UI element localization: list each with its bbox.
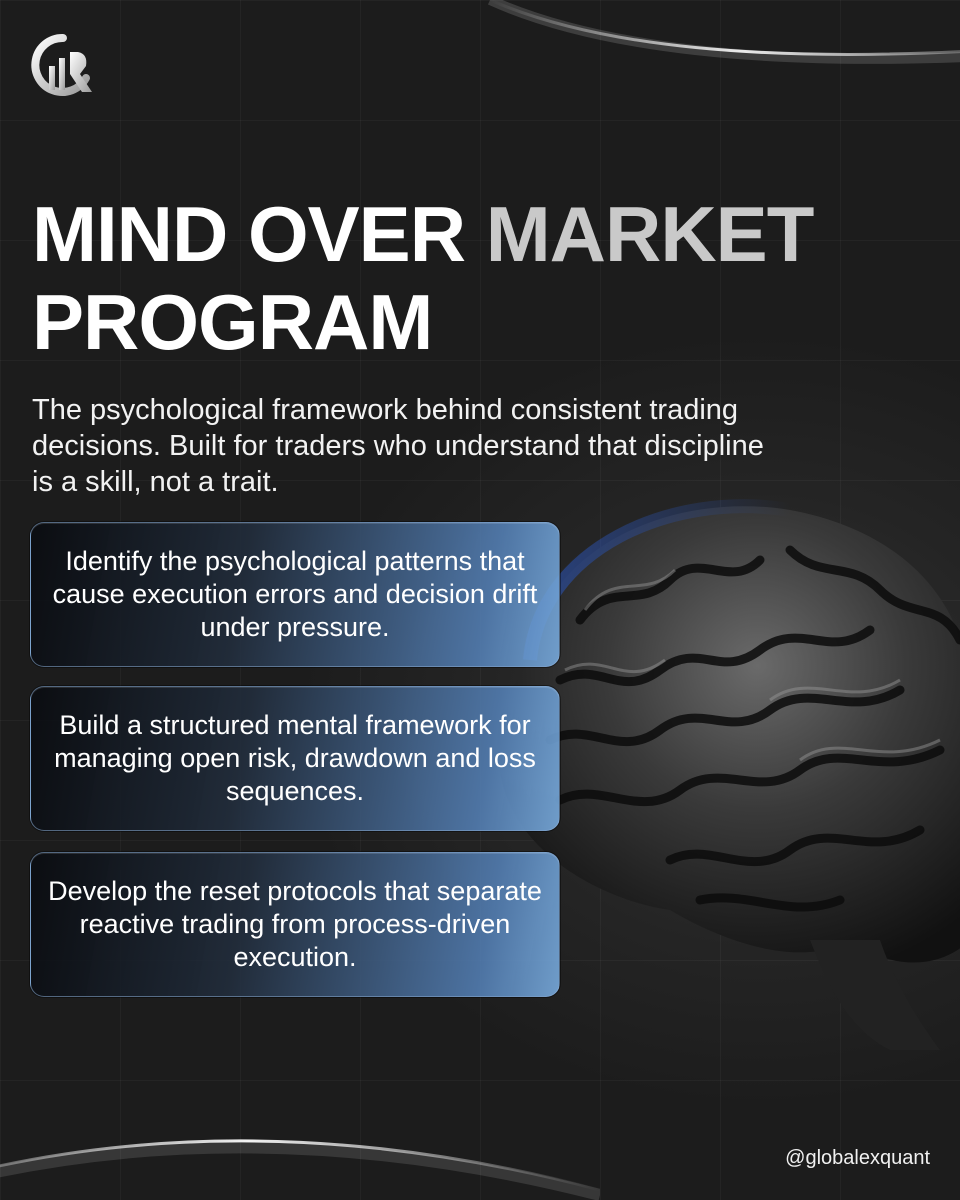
title-line2: PROGRAM [32, 278, 433, 366]
feature-card-2: Build a structured mental framework for … [30, 686, 560, 831]
feature-card-3: Develop the reset protocols that separat… [30, 852, 560, 997]
feature-card-text: Develop the reset protocols that separat… [48, 876, 542, 972]
feature-card-1: Identify the psychological patterns that… [30, 522, 560, 667]
globalexquant-logo-icon [31, 33, 92, 96]
feature-card-text: Build a structured mental framework for … [54, 710, 536, 806]
social-handle[interactable]: @globalexquant [785, 1147, 930, 1169]
brain-icon [497, 499, 960, 1050]
title-part1: MIND OVER [32, 190, 486, 278]
page-title: MIND OVER MARKET PROGRAM [32, 190, 932, 366]
subtitle: The psychological framework behind consi… [32, 394, 764, 498]
title-accent: MARKET [485, 190, 815, 278]
feature-card-text: Identify the psychological patterns that… [52, 546, 538, 642]
